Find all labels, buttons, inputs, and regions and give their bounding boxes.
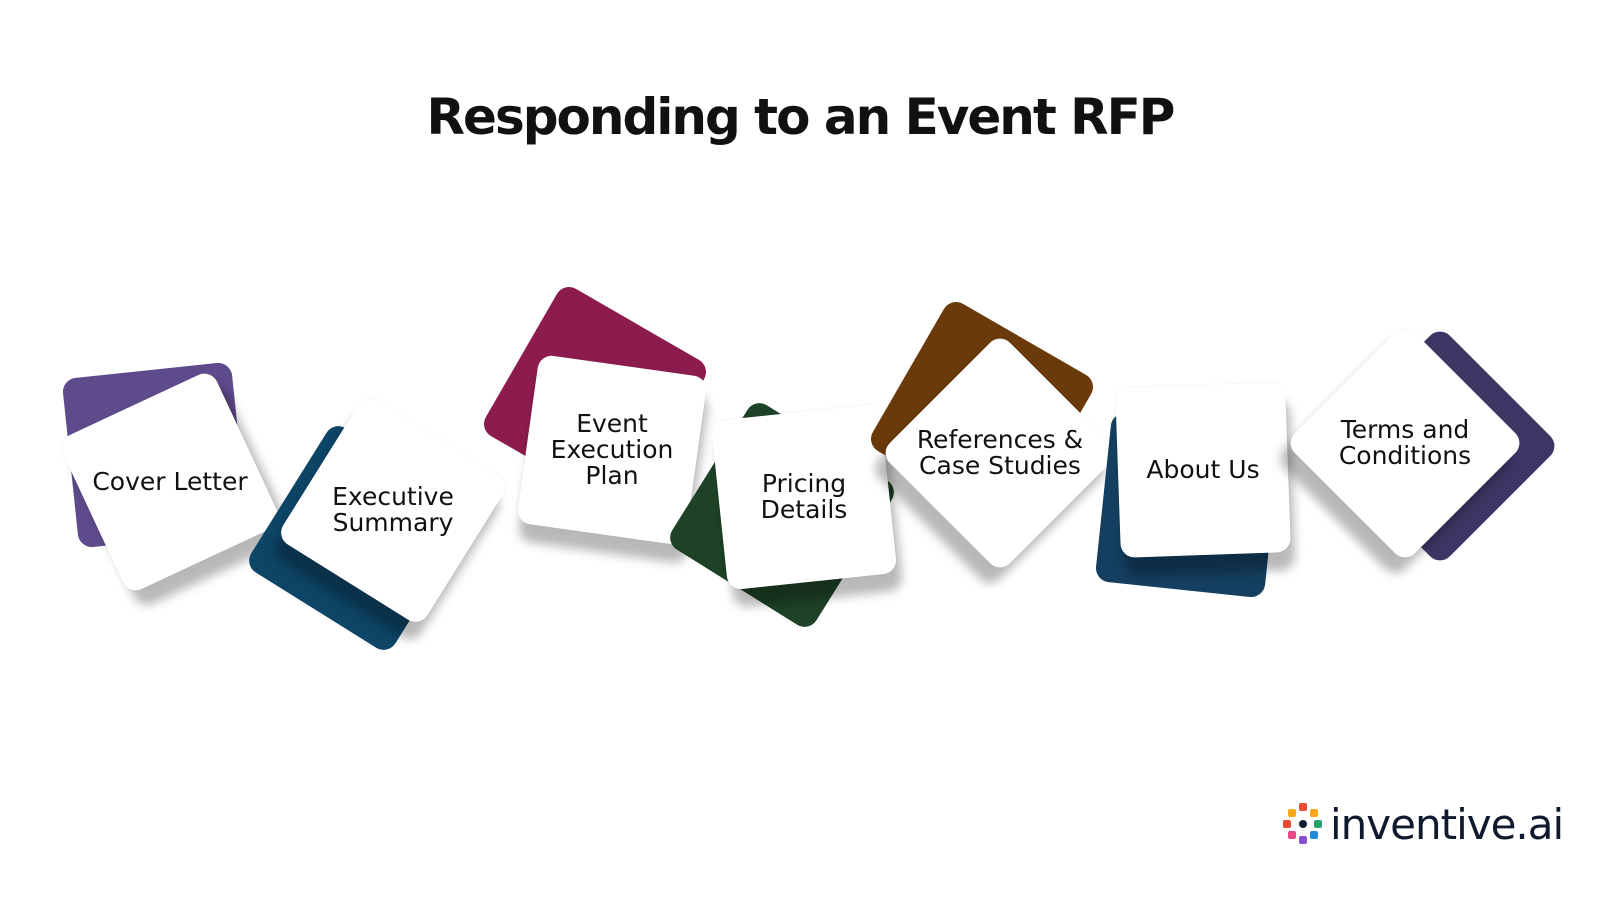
brand-mark-icon [1283,803,1322,844]
step-pricing-details: Pricing Details [664,397,900,633]
step-label: Terms and Conditions [1338,415,1472,470]
brand-name: inventive.ai [1330,799,1564,849]
step-label: Event Execution Plan [550,409,674,490]
step-references-case-studies: References & Case Studies [865,296,1121,574]
step-cover-letter: Cover Letter [57,361,283,595]
step-label: Executive Summary [332,482,454,537]
step-about-us: About Us [1094,382,1291,599]
step-label: Pricing Details [760,469,848,524]
step-executive-summary: Executive Summary [243,392,511,656]
page-title: Responding to an Event RFP [426,88,1176,146]
step-label: Cover Letter [92,467,248,496]
step-event-execution-plan: Event Execution Plan [478,281,712,547]
brand-logo: inventive.ai [1280,796,1564,852]
step-terms-and-conditions: Terms and Conditions [1284,322,1561,567]
step-label: About Us [1146,455,1260,484]
step-label: References & Case Studies [916,425,1084,480]
